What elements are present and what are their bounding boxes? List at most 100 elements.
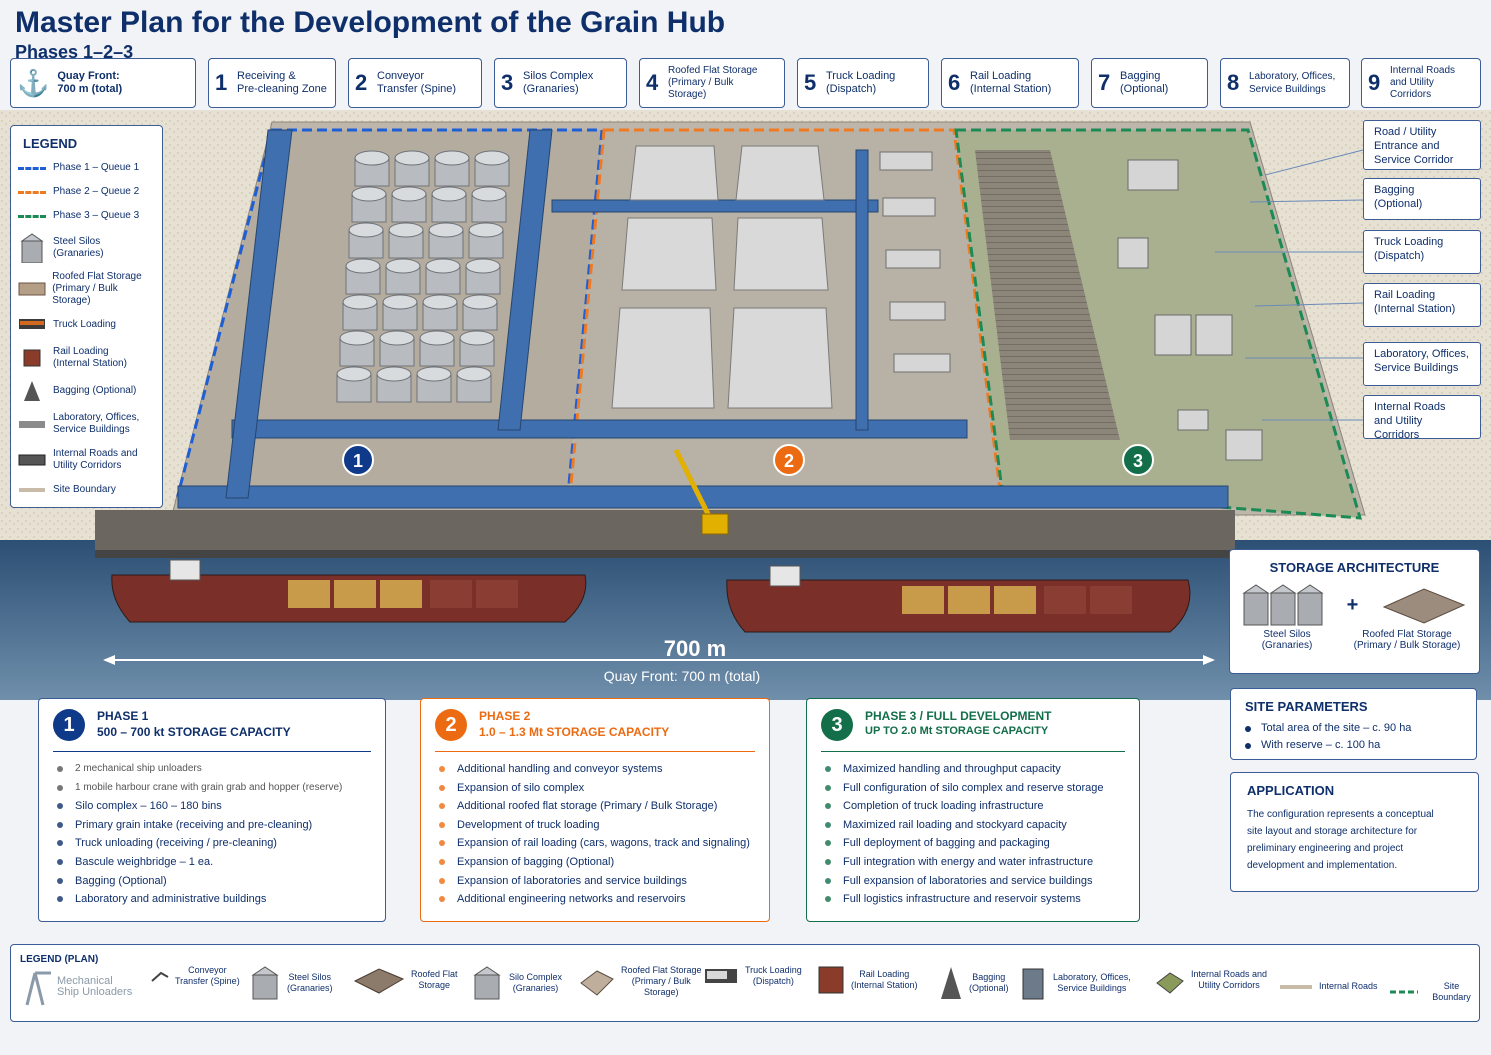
phase2-item: Expansion of bagging (Optional) [435, 853, 755, 872]
bottom-legend-title: LEGEND (PLAN) [20, 954, 99, 965]
silo-roof [382, 294, 418, 310]
bottom-legend-item: Rail Loading (Internal Station) [817, 965, 918, 995]
phase2-item-text: Expansion of silo complex [457, 781, 585, 794]
map-marker-1: 1 [353, 451, 363, 471]
top-item-label: Internal Roads and Utility Corridors [1390, 65, 1456, 100]
phase2-badge: 2 [435, 709, 467, 741]
phase3-item: Full configuration of silo complex and r… [821, 779, 1125, 798]
top-item-label: Laboratory, Offices, Service Buildings [1249, 71, 1336, 95]
road-icon [1156, 972, 1184, 994]
bottom-legend-label: Internal Roads [1319, 981, 1378, 991]
site-params-title: SITE PARAMETERS [1245, 699, 1368, 714]
silo-roof [474, 150, 510, 166]
phase1-item: Silo complex – 160 – 180 bins [53, 797, 371, 816]
silo-roof [394, 150, 430, 166]
phase2-title: PHASE 2 [479, 709, 531, 723]
building-icon [17, 418, 47, 430]
site-map: 1 2 3 700 m Quay Front: 700 m (total) [0, 110, 1491, 700]
legend-label: Internal Roads and Utility Corridors [53, 448, 138, 471]
phase1-item: Bagging (Optional) [53, 872, 371, 891]
bottom-legend-label: Site Boundary [1432, 981, 1471, 1002]
application-panel: APPLICATION The configuration represents… [1230, 772, 1479, 892]
silo-icon [17, 233, 47, 263]
phase3-item-text: Full logistics infrastructure and reserv… [843, 893, 1081, 906]
phase2-item: Additional engineering networks and rese… [435, 890, 755, 909]
site-param-item: Total area of the site – c. 90 ha [1245, 720, 1462, 737]
phase2-item-text: Expansion of rail loading (cars, wagons,… [457, 837, 750, 850]
silo-roof [416, 366, 452, 382]
boundary-icon [17, 486, 47, 494]
site-param-text: With reserve – c. 100 ha [1261, 739, 1381, 751]
bottom-legend-label: Conveyor Transfer (Spine) [175, 965, 240, 986]
legend-panel: LEGEND Phase 1 – Queue 1 Phase 2 – Queue… [10, 125, 163, 508]
silo-roof [354, 150, 390, 166]
bottom-legend-item: Roofed Flat Storage [353, 965, 458, 995]
phase2-item: Expansion of laboratories and service bu… [435, 872, 755, 891]
phase1-item: Laboratory and administrative buildings [53, 890, 371, 909]
phase2-item: Development of truck loading [435, 816, 755, 835]
legend-label: Bagging (Optional) [53, 385, 137, 396]
silo-roof [428, 222, 464, 238]
phase3-item: Full logistics infrastructure and reserv… [821, 890, 1125, 909]
phase2-item: Additional handling and conveyor systems [435, 760, 755, 779]
silo-roof [425, 258, 461, 274]
legend-item: Steel Silos (Granaries) [17, 231, 156, 265]
truck-icon [17, 317, 47, 333]
silo-roof [391, 186, 427, 202]
phase2-item-text: Additional engineering networks and rese… [457, 893, 686, 906]
boundary-icon [1390, 990, 1418, 994]
top-item-num: 9 [1368, 70, 1381, 95]
phase2-item-text: Additional roofed flat storage (Primary … [457, 800, 718, 813]
dimension-label: 700 m [664, 636, 726, 661]
bottom-legend-item: Mechanical Ship Unloaders [21, 967, 132, 1007]
callout-entrance: Road / Utility Entrance and Service Corr… [1363, 120, 1481, 170]
bottom-legend-item: Internal Roads [1279, 981, 1378, 992]
top-item-num: 4 [646, 70, 659, 95]
bottom-legend-label: Truck Loading (Dispatch) [745, 965, 802, 986]
silo-roof [434, 150, 470, 166]
phase1-badge: 1 [53, 709, 85, 741]
legend-item: Truck Loading [17, 313, 156, 337]
phase3-item-text: Completion of truck loading infrastructu… [843, 800, 1044, 813]
legend-label: Laboratory, Offices, Service Buildings [53, 412, 140, 435]
legend-label: Truck Loading [53, 319, 116, 330]
internal-road-icon [1280, 984, 1312, 989]
legend-item: Roofed Flat Storage (Primary / Bulk Stor… [17, 271, 156, 307]
phase3-item-text: Full deployment of bagging and packaging [843, 837, 1050, 850]
bottom-legend-label: Silo Complex (Granaries) [509, 972, 563, 993]
phase1-item: 2 mechanical ship unloaders [53, 760, 371, 779]
top-item-num: 7 [1098, 70, 1111, 95]
site-param-text: Total area of the site – c. 90 ha [1261, 722, 1412, 734]
legend-item: Site Boundary [17, 481, 156, 499]
silo-roof [339, 330, 375, 346]
phase2-item: Additional roofed flat storage (Primary … [435, 797, 755, 816]
phase3-item: Full integration with energy and water i… [821, 853, 1125, 872]
phase2-panel: 2 PHASE 2 1.0 – 1.3 Mt STORAGE CAPACITY Ad… [420, 698, 770, 922]
silo-roof [348, 222, 384, 238]
phase3-item-text: Maximized rail loading and stockyard cap… [843, 818, 1067, 831]
legend-item: Laboratory, Offices, Service Buildings [17, 409, 156, 439]
map-marker-2: 2 [784, 451, 794, 471]
phase2-dashed-line [18, 190, 46, 194]
silo-icon [251, 966, 279, 1000]
ship-left [111, 559, 587, 623]
bottom-legend-label: Steel Silos (Granaries) [287, 972, 333, 993]
legend-label: Roofed Flat Storage (Primary / Bulk Stor… [52, 271, 142, 306]
legend-title: LEGEND [23, 136, 78, 151]
phase3-item-text: Full expansion of laboratories and servi… [843, 874, 1093, 887]
phase2-item-text: Development of truck loading [457, 818, 600, 831]
storage-arch-title: STORAGE ARCHITECTURE [1269, 560, 1440, 575]
phase3-badge: 3 [821, 709, 853, 741]
phase2-item: Expansion of rail loading (cars, wagons,… [435, 834, 755, 853]
phase2-capacity: 1.0 – 1.3 Mt STORAGE CAPACITY [479, 725, 670, 739]
phase1-item: Primary grain intake (receiving and pre-… [53, 816, 371, 835]
page-title: Master Plan for the Development of the G… [15, 6, 726, 39]
